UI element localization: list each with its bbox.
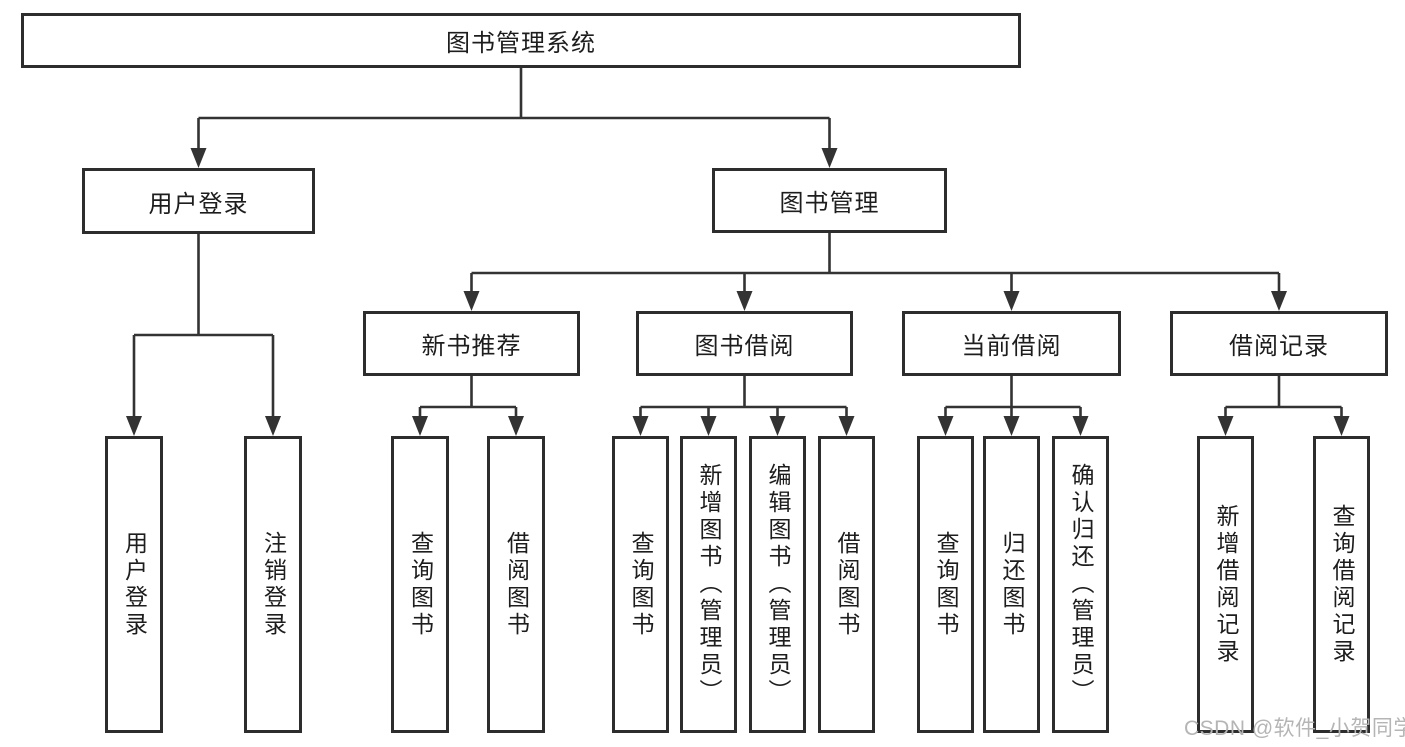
leaf-current-return-books: 归还图书 xyxy=(983,436,1040,733)
node-user-login: 用户登录 xyxy=(82,168,315,234)
node-current-borrow: 当前借阅 xyxy=(902,311,1121,376)
connector-borrow-records-to-leaves xyxy=(1217,376,1350,436)
leaf-current-confirm-return-admin: 确认归还（管理员） xyxy=(1052,436,1109,733)
node-borrow-records: 借阅记录 xyxy=(1170,311,1388,376)
leaf-current-query-books: 查询图书 xyxy=(917,436,974,733)
connector-recommend-to-leaves xyxy=(412,376,524,436)
connector-root-to-level2 xyxy=(190,68,838,168)
node-new-book-recommend: 新书推荐 xyxy=(363,311,580,376)
connector-user-login-to-leaves xyxy=(126,234,281,436)
leaf-recommend-borrow-books: 借阅图书 xyxy=(487,436,545,733)
leaf-records-add-record: 新增借阅记录 xyxy=(1197,436,1254,733)
leaf-borrow-add-books-admin: 新增图书（管理员） xyxy=(680,436,737,733)
leaf-user-login: 用户登录 xyxy=(105,436,163,733)
leaf-logout: 注销登录 xyxy=(244,436,302,733)
leaf-borrow-edit-books-admin: 编辑图书（管理员） xyxy=(749,436,806,733)
leaf-borrow-borrow-books: 借阅图书 xyxy=(818,436,875,733)
node-book-borrow: 图书借阅 xyxy=(636,311,853,376)
leaf-borrow-query-books: 查询图书 xyxy=(612,436,669,733)
node-root: 图书管理系统 xyxy=(21,13,1021,68)
csdn-watermark: CSDN @软件_小贺同学 xyxy=(1184,717,1405,740)
connector-current-borrow-to-leaves xyxy=(937,376,1089,436)
connector-book-management-to-level3 xyxy=(463,233,1287,311)
leaf-records-query-record: 查询借阅记录 xyxy=(1313,436,1370,733)
connector-book-borrow-to-leaves xyxy=(632,376,855,436)
leaf-recommend-query-books: 查询图书 xyxy=(391,436,449,733)
node-book-management: 图书管理 xyxy=(712,168,947,233)
